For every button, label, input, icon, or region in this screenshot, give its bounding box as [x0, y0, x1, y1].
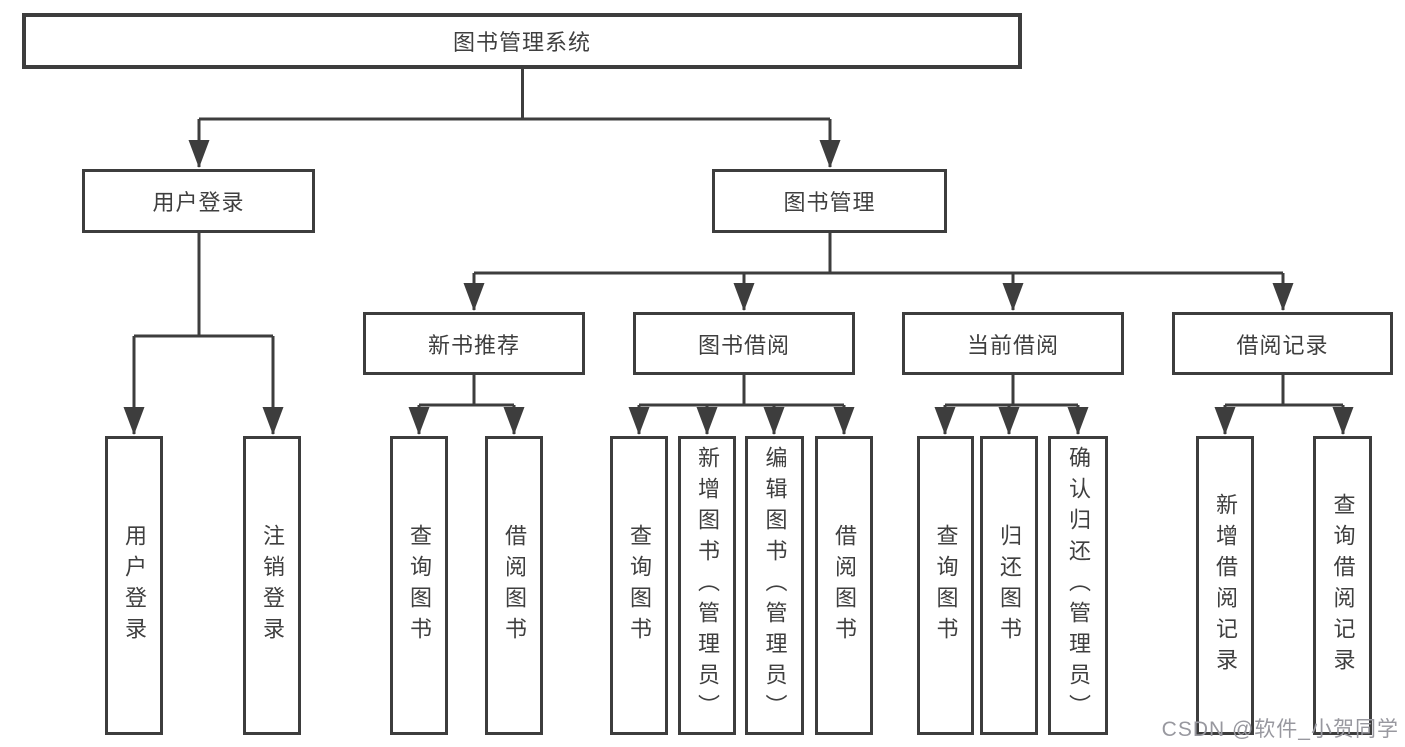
leaf-label: 用户登录 — [122, 523, 147, 648]
leaf-confirm-return-admin: 确认归还（管理员） — [1048, 436, 1108, 735]
leaf-label: 归还图书 — [997, 523, 1022, 648]
leaf-add-borrow-record: 新增借阅记录 — [1196, 436, 1254, 735]
leaf-add-books-admin: 新增图书（管理员） — [678, 436, 736, 735]
leaf-label: 新增借阅记录 — [1213, 492, 1238, 679]
node-user-login: 用户登录 — [82, 169, 315, 233]
watermark: CSDN @软件_小贺同学 — [1161, 718, 1399, 741]
leaf-search-books-2: 查询图书 — [610, 436, 668, 735]
leaf-label: 编辑图书（管理员） — [762, 446, 788, 725]
leaf-borrow-books: 借阅图书 — [485, 436, 543, 735]
leaf-label: 查询借阅记录 — [1330, 492, 1356, 679]
leaf-label: 查询图书 — [407, 523, 432, 648]
node-root: 图书管理系统 — [22, 13, 1022, 69]
node-book-borrowing: 图书借阅 — [633, 312, 855, 375]
node-book-management: 图书管理 — [712, 169, 947, 233]
leaf-label: 查询图书 — [627, 523, 652, 648]
leaf-search-books-3: 查询图书 — [917, 436, 974, 735]
leaf-edit-books-admin: 编辑图书（管理员） — [745, 436, 804, 735]
leaf-search-borrow-record: 查询借阅记录 — [1313, 436, 1372, 735]
node-borrowing-records: 借阅记录 — [1172, 312, 1393, 375]
leaf-label: 新增图书（管理员） — [695, 446, 720, 725]
leaf-logout: 注销登录 — [243, 436, 301, 735]
leaf-user-login: 用户登录 — [105, 436, 163, 735]
leaf-search-books: 查询图书 — [390, 436, 448, 735]
leaf-label: 借阅图书 — [832, 523, 857, 648]
leaf-return-books: 归还图书 — [980, 436, 1038, 735]
node-new-book-recommendation: 新书推荐 — [363, 312, 585, 375]
leaf-borrow-books-2: 借阅图书 — [815, 436, 873, 735]
leaf-label: 查询图书 — [933, 523, 959, 648]
leaf-label: 确认归还（管理员） — [1066, 446, 1091, 725]
node-current-borrowing: 当前借阅 — [902, 312, 1124, 375]
leaf-label: 借阅图书 — [502, 523, 527, 648]
leaf-label: 注销登录 — [260, 523, 285, 648]
